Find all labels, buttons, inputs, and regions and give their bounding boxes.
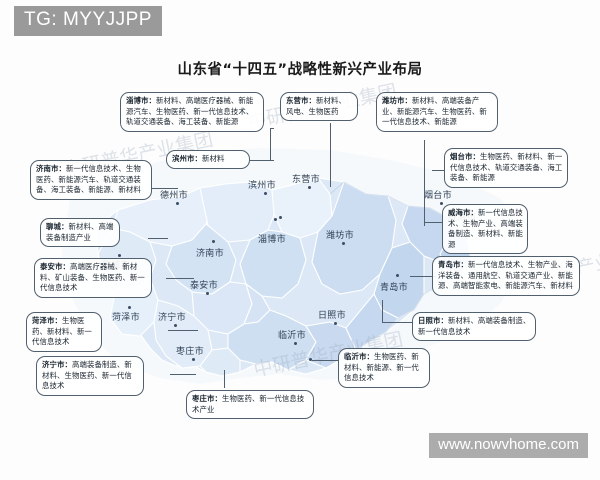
map-city-label-rizhao: 日照市: [318, 311, 346, 321]
map-city-label-linyi: 临沂市: [278, 331, 306, 341]
callout-industries-liaocheng: 新材料、高端装备制造产业: [46, 222, 114, 242]
callout-yantai[interactable]: 烟台市：生物医药、新材料、新一代信息技术、轨道交通装备、海工装备、新能源: [444, 148, 568, 188]
map-city-dot-rizhao: [334, 322, 337, 325]
map-city-label-zibo: 淄博市: [258, 235, 286, 245]
connector-zibo-join: [270, 128, 274, 129]
map-city-label-jinan: 济南市: [196, 249, 224, 259]
connector-rizhao-v: [382, 300, 383, 322]
callout-city-dongying: 东营市：: [286, 96, 316, 105]
callout-city-weihai: 威海市：: [448, 208, 478, 217]
connector-yantai: [432, 170, 444, 171]
callout-weifang[interactable]: 潍坊市：新材料、高端装备产业、新能源汽车、生物医药、新一代信息技术、新能源: [376, 92, 498, 132]
connector-qingdao: [410, 276, 436, 277]
map-city-dot-zaozhuang: [192, 358, 195, 361]
callout-dongying[interactable]: 东营市：新材料、风电、生物医药: [280, 92, 358, 122]
connector-jinan: [152, 188, 178, 189]
connector-rizhao: [382, 322, 412, 323]
callout-industries-qingdao: 新一代信息技术、生物产业、海洋装备、通用航空、轨道交通产业、新能源、高端智能家电…: [438, 260, 573, 291]
callout-industries-jining: 高端装备制造、新材料、生物医药、新一代信息技术: [42, 360, 132, 391]
callout-zaozhuang[interactable]: 枣庄市：生物医药、新一代信息技术产业: [186, 390, 314, 420]
map-city-label-taian: 泰安市: [190, 281, 218, 291]
callout-industries-taian: 高端医疗器械、新材料、矿山装备、生物医药、新一代信息技术: [40, 262, 145, 293]
callout-industries-rizhao: 新材料、高端装备制造、新一代信息技术: [418, 316, 531, 336]
callout-industries-heze: 生物医药、新材料、新一代信息技术: [32, 316, 92, 347]
connector-weihai: [424, 222, 442, 223]
connector-zibo: [270, 128, 271, 160]
connector-jining: [170, 374, 196, 375]
map-city-dot-taian: [206, 292, 209, 295]
map-city-label-qingdao: 青岛市: [380, 283, 408, 293]
tg-overlay-tag: TG: MYYJJPP: [14, 6, 162, 36]
map-city-label-jining: 济宁市: [158, 313, 186, 323]
callout-city-zaozhuang: 枣庄市：: [192, 394, 222, 403]
map-city-dot-linyi: [294, 342, 297, 345]
callout-industries-weihai: 新一代信息技术、生物产业、高端装备制造、新材料、新能源: [448, 208, 523, 249]
map-city-dot-weifang: [342, 242, 345, 245]
connector-linyi: [312, 360, 338, 361]
callout-city-yantai: 烟台市：: [450, 152, 480, 161]
callout-industries-dongying: 新材料、风电、生物医药: [286, 96, 346, 116]
callout-industries-yantai: 生物医药、新材料、新一代信息技术、轨道交通装备、海工装备、新能源: [450, 152, 563, 183]
callout-heze[interactable]: 菏泽市：生物医药、新材料、新一代信息技术: [26, 312, 102, 352]
connector-dot-linyi: [309, 358, 312, 361]
connector-dongying: [330, 123, 331, 187]
map-city-label-weifang: 潍坊市: [326, 231, 354, 241]
map-city-label-dongying: 东营市: [292, 175, 320, 185]
callout-binzhou[interactable]: 滨州市：新材料: [166, 150, 250, 169]
callout-zibo[interactable]: 淄博市：新材料、高端医疗器械、新能源汽车、生物医药、新一代信息技术、轨道交通装备…: [120, 92, 264, 132]
connector-liaocheng: [148, 238, 168, 239]
map-city-dot-dezhou: [176, 202, 179, 205]
map-city-label-zaozhuang: 枣庄市: [176, 347, 204, 357]
callout-city-rizhao: 日照市：: [418, 316, 448, 325]
connector-weifang: [424, 140, 425, 226]
map-city-dot-yantai: [440, 202, 443, 205]
callout-rizhao[interactable]: 日照市：新材料、高端装备制造、新一代信息技术: [412, 312, 536, 342]
page-title: 山东省“十四五”战略性新兴产业布局: [0, 58, 600, 79]
callout-jining[interactable]: 济宁市：高端装备制造、新材料、生物医药、新一代信息技术: [36, 356, 144, 396]
callout-jinan[interactable]: 济南市：新一代信息技术、生物医药、新能源汽车、轨道交通装备、海工装备、新能源、新…: [30, 160, 152, 200]
map-city-dot-liaocheng: [118, 254, 121, 257]
map-city-label-heze: 菏泽市: [112, 313, 140, 323]
connector-binzhou: [250, 160, 274, 161]
connector-zaozhuang: [224, 370, 225, 388]
map-city-label-binzhou: 滨州市: [248, 181, 276, 191]
callout-city-heze: 菏泽市：: [32, 316, 62, 325]
map-city-dot-jinan: [212, 240, 215, 243]
map-city-label-dezhou: 德州市: [160, 191, 188, 201]
callout-industries-binzhou: 新材料: [201, 154, 225, 163]
callout-taian[interactable]: 泰安市：高端医疗器械、新材料、矿山装备、生物医药、新一代信息技术: [34, 258, 152, 298]
callout-industries-linyi: 生物医药、新材料、新能源、新一代信息技术: [344, 352, 419, 383]
callout-city-zibo: 淄博市：: [126, 96, 156, 105]
callout-city-binzhou: 滨州市：: [172, 154, 202, 163]
callout-city-qingdao: 青岛市：: [438, 260, 468, 269]
callout-liaocheng[interactable]: 聊城：新材料、高端装备制造产业: [40, 218, 120, 248]
map-city-dot-jining: [174, 324, 177, 327]
callout-city-linyi: 临沂市：: [344, 352, 374, 361]
connector-weihai-v: [424, 204, 425, 222]
callout-industries-zibo: 新材料、高端医疗器械、新能源汽车、生物医药、新一代信息技术、轨道交通装备、海工装…: [126, 96, 254, 127]
callout-city-liaocheng: 聊城：: [46, 222, 69, 231]
map-city-dot-dongying: [308, 186, 311, 189]
callout-city-jining: 济宁市：: [42, 360, 72, 369]
callout-weihai[interactable]: 威海市：新一代信息技术、生物产业、高端装备制造、新材料、新能源: [442, 204, 528, 255]
map-city-dot-heze: [128, 306, 131, 309]
callout-industries-zaozhuang: 生物医药、新一代信息技术产业: [192, 394, 305, 414]
connector-dot-zibo: [279, 216, 282, 219]
map-city-dot-binzhou: [264, 192, 267, 195]
callout-city-weifang: 潍坊市：: [382, 96, 412, 105]
map-city-label-yantai: 烟台市: [424, 191, 452, 201]
site-watermark-tag: www.nowvhome.com: [429, 433, 588, 458]
callout-linyi[interactable]: 临沂市：生物医药、新材料、新能源、新一代信息技术: [338, 348, 430, 388]
callout-industries-weifang: 新材料、高端装备产业、新能源汽车、生物医药、新一代信息技术、新能源: [382, 96, 487, 127]
callout-city-jinan: 济南市：: [36, 164, 66, 173]
callout-city-taian: 泰安市：: [40, 262, 70, 271]
connector-taian: [166, 278, 194, 279]
callout-qingdao[interactable]: 青岛市：新一代信息技术、生物产业、海洋装备、通用航空、轨道交通产业、新能源、高端…: [432, 256, 580, 296]
connector-heze: [168, 330, 198, 331]
map-city-dot-qingdao: [396, 274, 399, 277]
map-city-dot-zibo: [274, 218, 277, 221]
callout-industries-jinan: 新一代信息技术、生物医药、新能源汽车、轨道交通装备、海工装备、新能源、新材料: [36, 164, 141, 195]
page-title-text: 山东省“十四五”战略性新兴产业布局: [177, 62, 423, 78]
